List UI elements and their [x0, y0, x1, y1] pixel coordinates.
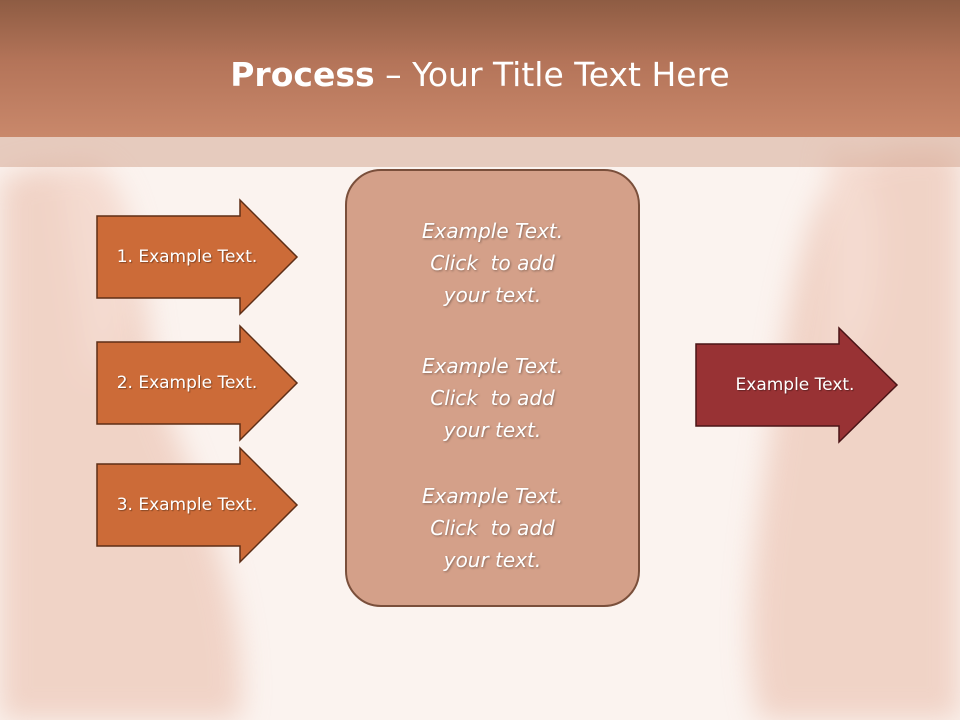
step-arrow-2-label: 2. Example Text. — [116, 373, 258, 393]
step-arrow-3-label: 3. Example Text. — [116, 495, 258, 515]
step-arrow-3-shape — [96, 446, 299, 564]
step-arrow-2[interactable]: 2. Example Text. — [96, 324, 299, 442]
center-item-2-line3: your text. — [443, 418, 542, 442]
slide-title[interactable]: Process – Your Title Text Here — [0, 52, 960, 98]
center-item-1[interactable]: Example Text. Click to add your text. — [347, 215, 638, 311]
step-arrow-1[interactable]: 1. Example Text. — [96, 198, 299, 316]
title-bar — [0, 0, 960, 137]
center-item-2-line2: Click to add — [430, 386, 555, 410]
center-item-1-line3: your text. — [443, 283, 542, 307]
result-arrow-shape — [695, 326, 899, 444]
center-item-3[interactable]: Example Text. Click to add your text. — [347, 480, 638, 576]
center-item-1-line2: Click to add — [430, 251, 555, 275]
center-item-1-line1: Example Text. — [421, 219, 564, 243]
center-item-2[interactable]: Example Text. Click to add your text. — [347, 350, 638, 446]
center-item-3-line2: Click to add — [430, 516, 555, 540]
result-arrow-label: Example Text. — [735, 375, 855, 395]
step-arrow-2-shape — [96, 324, 299, 442]
center-item-3-line3: your text. — [443, 548, 542, 572]
center-item-2-line1: Example Text. — [421, 354, 564, 378]
title-rest: – Your Title Text Here — [374, 55, 730, 94]
step-arrow-1-shape — [96, 198, 299, 316]
step-arrow-3[interactable]: 3. Example Text. — [96, 446, 299, 564]
title-bold: Process — [230, 55, 375, 94]
center-item-3-line1: Example Text. — [421, 484, 564, 508]
title-bar-strip — [0, 137, 960, 167]
center-text-box[interactable]: Example Text. Click to add your text. Ex… — [345, 169, 640, 607]
result-arrow[interactable]: Example Text. — [695, 326, 899, 444]
step-arrow-1-label: 1. Example Text. — [116, 247, 258, 267]
